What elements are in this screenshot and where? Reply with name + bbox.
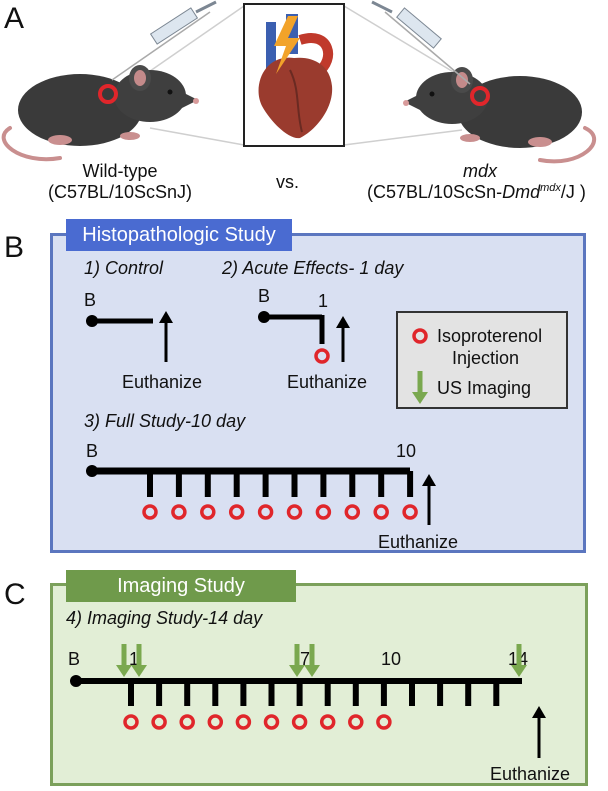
imaging-study-title: Imaging Study	[66, 570, 296, 602]
imaging-injection-ring-1	[123, 714, 139, 730]
imaging-injection-ring-2	[151, 714, 167, 730]
control-euthanize-label: Euthanize	[122, 372, 203, 392]
full-injection-ring-5	[257, 504, 274, 520]
imaging-day7-arrow-b-head	[304, 665, 320, 677]
acute-start-label: B	[258, 286, 271, 306]
full-study-day-label: 10	[396, 441, 417, 461]
mdx-superscript: mdx	[540, 182, 561, 194]
imaging-day7-arrow-a-head	[289, 665, 305, 677]
imaging-injection-ring-8	[319, 714, 336, 730]
control-euthanize-arrow-head	[159, 311, 173, 323]
wild-type-label: Wild-type	[82, 161, 158, 181]
heart-illustration	[243, 3, 345, 147]
full-injection-ring-10	[402, 504, 418, 520]
imaging-day10-label: 10	[381, 649, 402, 669]
wild-type-strain: (C57BL/10ScSnJ)	[47, 182, 193, 202]
full-injection-ring-7	[315, 504, 332, 520]
versus-label: vs.	[276, 172, 300, 192]
full-euthanize-arrow-head	[422, 474, 436, 486]
legend-injection-line1: Isoproterenol	[437, 326, 543, 346]
acute-euthanize-arrow-head	[336, 316, 350, 328]
acute-day-label: 1	[318, 291, 329, 311]
mdx-label: mdx	[462, 161, 497, 181]
syringe-right-illustration	[371, 0, 471, 85]
imaging-injection-ring-10	[376, 714, 392, 730]
mdx-strain: (C57BL/10ScSn-Dmdmdx/J )	[367, 182, 586, 203]
imaging-euthanize-label: Euthanize	[490, 764, 571, 784]
imaging-euthanize-arrow-head	[532, 706, 546, 718]
imaging-injection-ring-6	[263, 714, 280, 730]
wild-type-mouse-illustration	[1, 65, 199, 162]
full-injection-ring-8	[344, 504, 361, 520]
mdx-strain-prefix: (C57BL/10ScSn-	[367, 182, 503, 202]
injection-site-left-icon	[98, 84, 118, 104]
syringe-left-illustration	[111, 0, 217, 81]
full-injection-ring-2	[171, 504, 187, 520]
full-study-start-label: B	[86, 441, 99, 461]
panel-letter-c: C	[4, 578, 26, 611]
injection-site-right-icon	[470, 86, 490, 106]
mdx-strain-suffix: /J )	[560, 182, 586, 202]
panel-letter-b: B	[4, 231, 25, 264]
full-study-label: 3) Full Study-10 day	[84, 411, 246, 431]
imaging-start-label: B	[68, 649, 81, 669]
imaging-study-label: 4) Imaging Study-14 day	[66, 608, 263, 628]
imaging-day1-label: 1	[129, 649, 140, 669]
control-start-label: B	[84, 290, 97, 310]
imaging-day1-arrow-a-head	[116, 665, 132, 677]
imaging-injection-ring-5	[235, 714, 252, 730]
full-injection-ring-6	[286, 504, 303, 520]
histopathologic-study-title: Histopathologic Study	[66, 219, 292, 251]
imaging-day14-arrow-head	[511, 665, 527, 677]
legend-injection-line2: Injection	[452, 348, 520, 368]
full-injection-ring-3	[200, 504, 216, 520]
mdx-gene: Dmd	[502, 182, 541, 202]
acute-injection-ring	[314, 348, 330, 364]
full-injection-ring-4	[228, 504, 245, 520]
imaging-day1-arrow-b-head	[131, 665, 147, 677]
control-label: 1) Control	[84, 258, 164, 278]
legend-imaging-icon-head	[412, 392, 428, 404]
legend-injection-icon	[412, 328, 428, 344]
full-injection-ring-9	[373, 504, 389, 520]
acute-effects-label: 2) Acute Effects- 1 day	[222, 258, 404, 278]
legend-imaging-label: US Imaging	[437, 378, 532, 398]
full-injection-ring-1	[142, 504, 158, 520]
panel-letter-a: A	[4, 2, 25, 35]
acute-euthanize-label: Euthanize	[287, 372, 368, 392]
imaging-injection-ring-3	[179, 714, 195, 730]
full-study-euthanize-label: Euthanize	[378, 532, 459, 552]
imaging-injection-ring-7	[291, 714, 308, 730]
imaging-day7-label: 7	[300, 649, 311, 669]
imaging-injection-ring-4	[207, 714, 224, 730]
imaging-injection-ring-9	[348, 714, 364, 730]
